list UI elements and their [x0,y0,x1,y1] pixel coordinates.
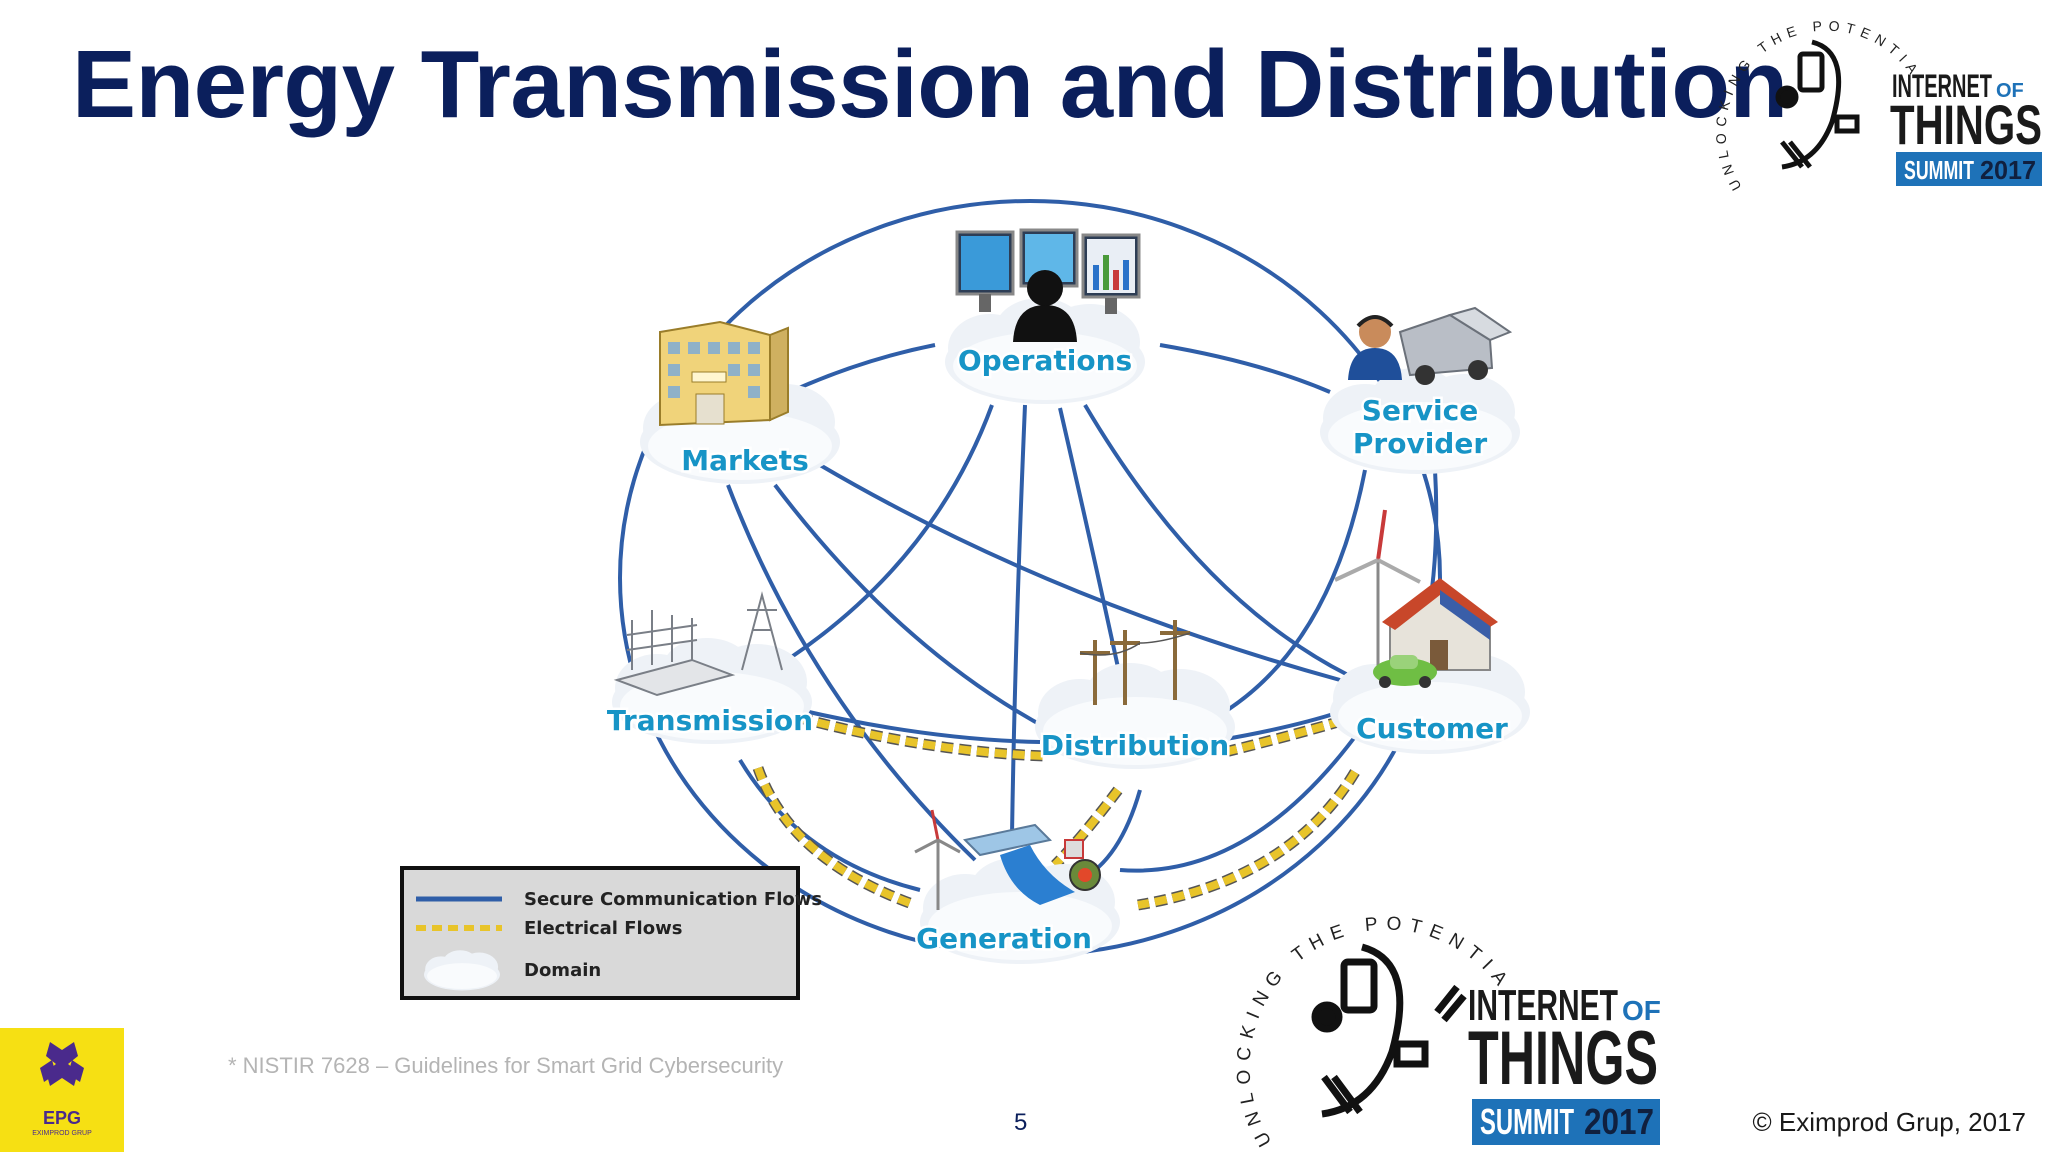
source-footnote: * NISTIR 7628 – Guidelines for Smart Gri… [228,1053,784,1078]
domain-label-generation: Generation [916,922,1092,955]
iot-year-text: 2017 [1980,155,2036,185]
iot-gadgets-icon [1775,39,1860,170]
domain-service-provider: Service Provider [1320,306,1520,474]
epg-emblem-icon [40,1042,84,1086]
legend-secure-label: Secure Communication Flows [524,889,822,910]
power-plant-icon [1064,839,1101,891]
domain-distribution: Distribution [1035,620,1235,769]
iot-word-of-bottom: OF [1622,995,1661,1026]
truck-icon [1398,306,1513,385]
domain-customer: Customer [1330,509,1530,754]
domain-label-operations: Operations [958,344,1132,377]
electrical-flows [752,712,1360,911]
iot-summit-logo-top: UNLOCKING THE POTENTIAL INTERNET OF THIN… [1712,2,2042,193]
iot-word-things-bottom: THINGS [1468,1016,1658,1101]
flow-markets-distribution [773,483,1051,732]
flow-markets-customer [818,463,1341,682]
domain-transmission: Transmission [604,591,816,744]
epg-logo-subtitle: EXIMPROD GRUP [32,1130,92,1137]
wind-turbine-icon [1334,509,1421,670]
legend-domain-label: Domain [524,960,601,981]
secure-communication-flows [726,343,1439,892]
utility-pole-icon [1079,620,1191,705]
domain-label-customer: Customer [1356,712,1508,745]
domain-label-distribution: Distribution [1041,729,1229,762]
iot-summit-box [1896,152,2042,186]
domain-label-service-line2: Provider [1353,427,1487,460]
domain-label-markets: Markets [681,444,808,477]
flow-operations-transmission [788,404,994,660]
iot-word-internet-bottom: INTERNET [1468,981,1618,1030]
iot-year-text-bottom: 2017 [1584,1101,1654,1142]
iot-word-internet: INTERNET [1892,68,1992,104]
domain-label-transmission: Transmission [607,704,813,737]
iot-summit-logo-bottom: UNLOCKING THE POTENTIAL INTERNET OF THIN… [1232,892,1661,1150]
flow-operations-generation [1010,404,1027,836]
wind-turbine-icon [914,809,961,910]
page-number: 5 [1014,1109,1028,1136]
iot-summit-text-bottom: SUMMIT [1480,1101,1574,1142]
iot-summit-box-bottom [1472,1099,1660,1145]
electric-car-icon [1373,655,1437,688]
flow-operations-customer [1083,403,1349,677]
house-icon [1382,578,1498,671]
flow-transmission-distribution [799,708,1041,744]
iot-gadgets-icon [1311,943,1467,1118]
building-icon [659,320,789,427]
dam-icon [962,823,1075,905]
domain-label-service-line1: Service [1362,394,1478,427]
flow-operations-markets [789,343,936,394]
operator-icon [1013,270,1077,342]
iot-word-things: THINGS [1890,93,2042,156]
flow-customer-distribution [1219,710,1341,742]
epg-logo: EPG EXIMPROD GRUP [0,1028,124,1152]
monitor-icon [955,228,1141,314]
flow-operations-distribution [1058,407,1127,701]
domain-operations: Operations [945,228,1145,404]
technician-icon [1348,315,1402,380]
flow-operations-serviceprovider [1159,343,1331,394]
domain-generation: Generation [914,809,1120,964]
copyright-notice: © Eximprod Grup, 2017 [1752,1107,2026,1137]
diagram-legend: Secure Communication Flows Electrical Fl… [400,866,822,1000]
epg-logo-name: EPG [42,1108,81,1128]
flow-customer-generation [1119,728,1362,873]
iot-word-of: OF [1996,80,2024,102]
substation-icon [613,591,783,697]
domain-markets: Markets [640,320,840,484]
iot-summit-text: SUMMIT [1904,155,1974,185]
legend-electrical-label: Electrical Flows [524,918,682,939]
slide-title: Energy Transmission and Distribution [72,31,1788,138]
